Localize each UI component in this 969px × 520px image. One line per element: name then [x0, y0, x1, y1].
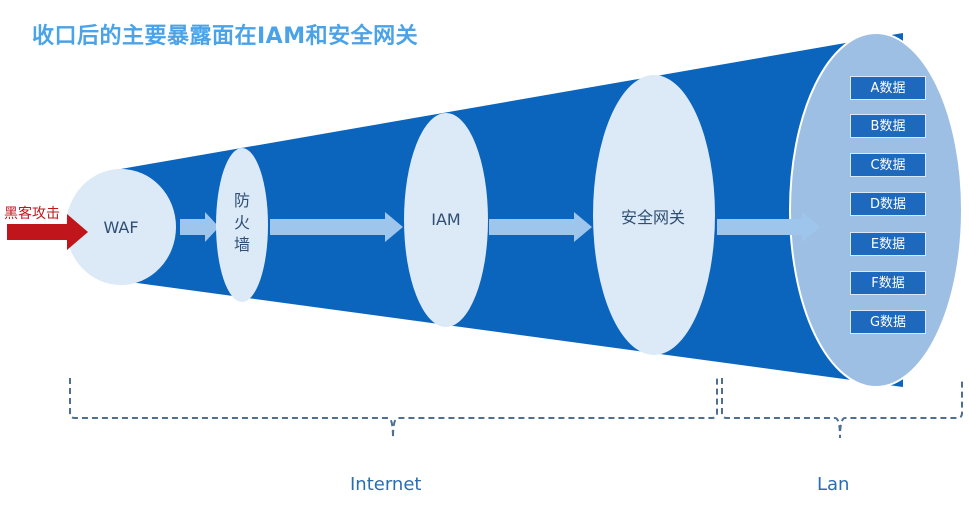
data-item-b: B数据: [850, 114, 926, 138]
gateway-label: 安全网关: [620, 208, 685, 227]
arrow-firewall-to-iam: [270, 212, 403, 242]
data-item-e: E数据: [850, 232, 926, 256]
arrow-gateway-to-lan: [717, 212, 820, 242]
waf-node: [66, 169, 176, 285]
data-item-a: A数据: [850, 76, 926, 100]
internet-zone-label: Internet: [350, 474, 422, 495]
arrow-iam-to-gateway: [489, 212, 592, 242]
data-item-f: F数据: [850, 271, 926, 295]
waf-label: WAF: [103, 218, 139, 237]
lan-bracket: [721, 378, 963, 439]
firewall-node: [216, 148, 268, 302]
lan-zone-label: Lan: [817, 474, 850, 495]
internet-bracket: [69, 378, 718, 439]
firewall-label: 防 火 墙: [233, 191, 250, 254]
data-item-c: C数据: [850, 153, 926, 177]
attack-label: 黑客攻击: [4, 206, 60, 222]
attack-arrow: [7, 214, 88, 250]
iam-label: IAM: [431, 210, 461, 229]
exposure-funnel: [115, 33, 903, 387]
data-item-g: G数据: [850, 310, 926, 334]
iam-node: [404, 113, 488, 327]
arrow-waf-to-firewall: [180, 212, 219, 242]
diagram-title: 收口后的主要暴露面在IAM和安全网关: [32, 24, 419, 49]
gateway-node: [593, 75, 715, 355]
data-item-d: D数据: [850, 192, 926, 216]
